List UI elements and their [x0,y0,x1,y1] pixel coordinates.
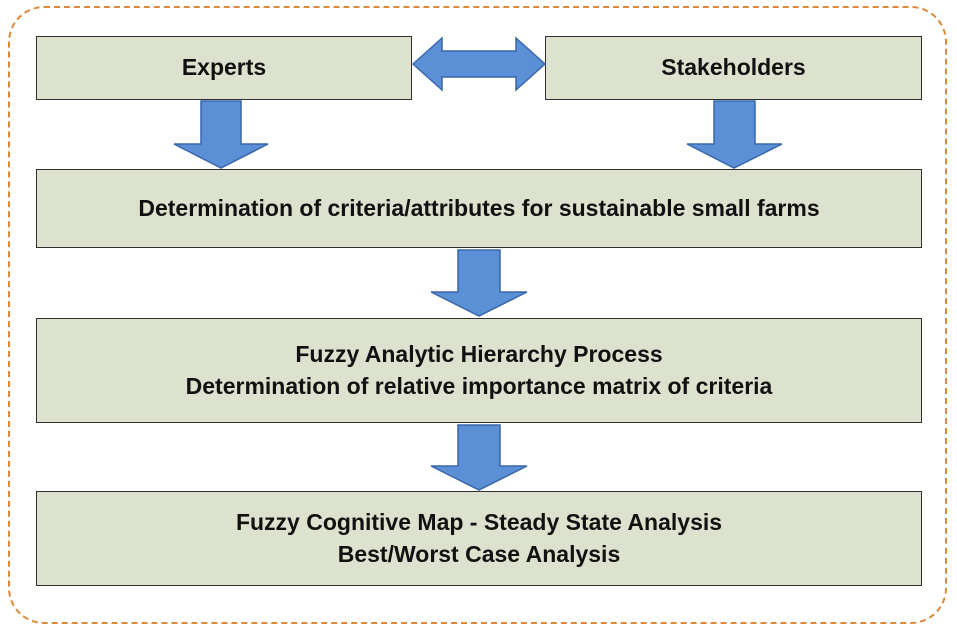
fcm-subtitle: Best/Worst Case Analysis [337,540,621,567]
stakeholders-down-arrow [686,100,783,169]
criteria-down-arrow [430,249,528,317]
fcm-title: Fuzzy Cognitive Map - Steady State Analy… [235,508,723,535]
criteria-label: Determination of criteria/attributes for… [138,194,820,221]
fahp-title: Fuzzy Analytic Hierarchy Process [295,340,663,367]
stakeholders-box: Stakeholders [545,36,922,100]
experts-label: Experts [181,54,267,81]
fahp-box: Fuzzy Analytic Hierarchy Process Determi… [36,318,922,423]
fahp-down-arrow [430,424,528,491]
bidirectional-arrow [411,36,547,92]
criteria-box: Determination of criteria/attributes for… [36,169,922,248]
fahp-subtitle: Determination of relative importance mat… [185,372,773,399]
experts-down-arrow [173,100,269,169]
experts-box: Experts [36,36,412,100]
stakeholders-label: Stakeholders [661,54,806,81]
dashed-frame [8,6,947,624]
fcm-box: Fuzzy Cognitive Map - Steady State Analy… [36,491,922,586]
